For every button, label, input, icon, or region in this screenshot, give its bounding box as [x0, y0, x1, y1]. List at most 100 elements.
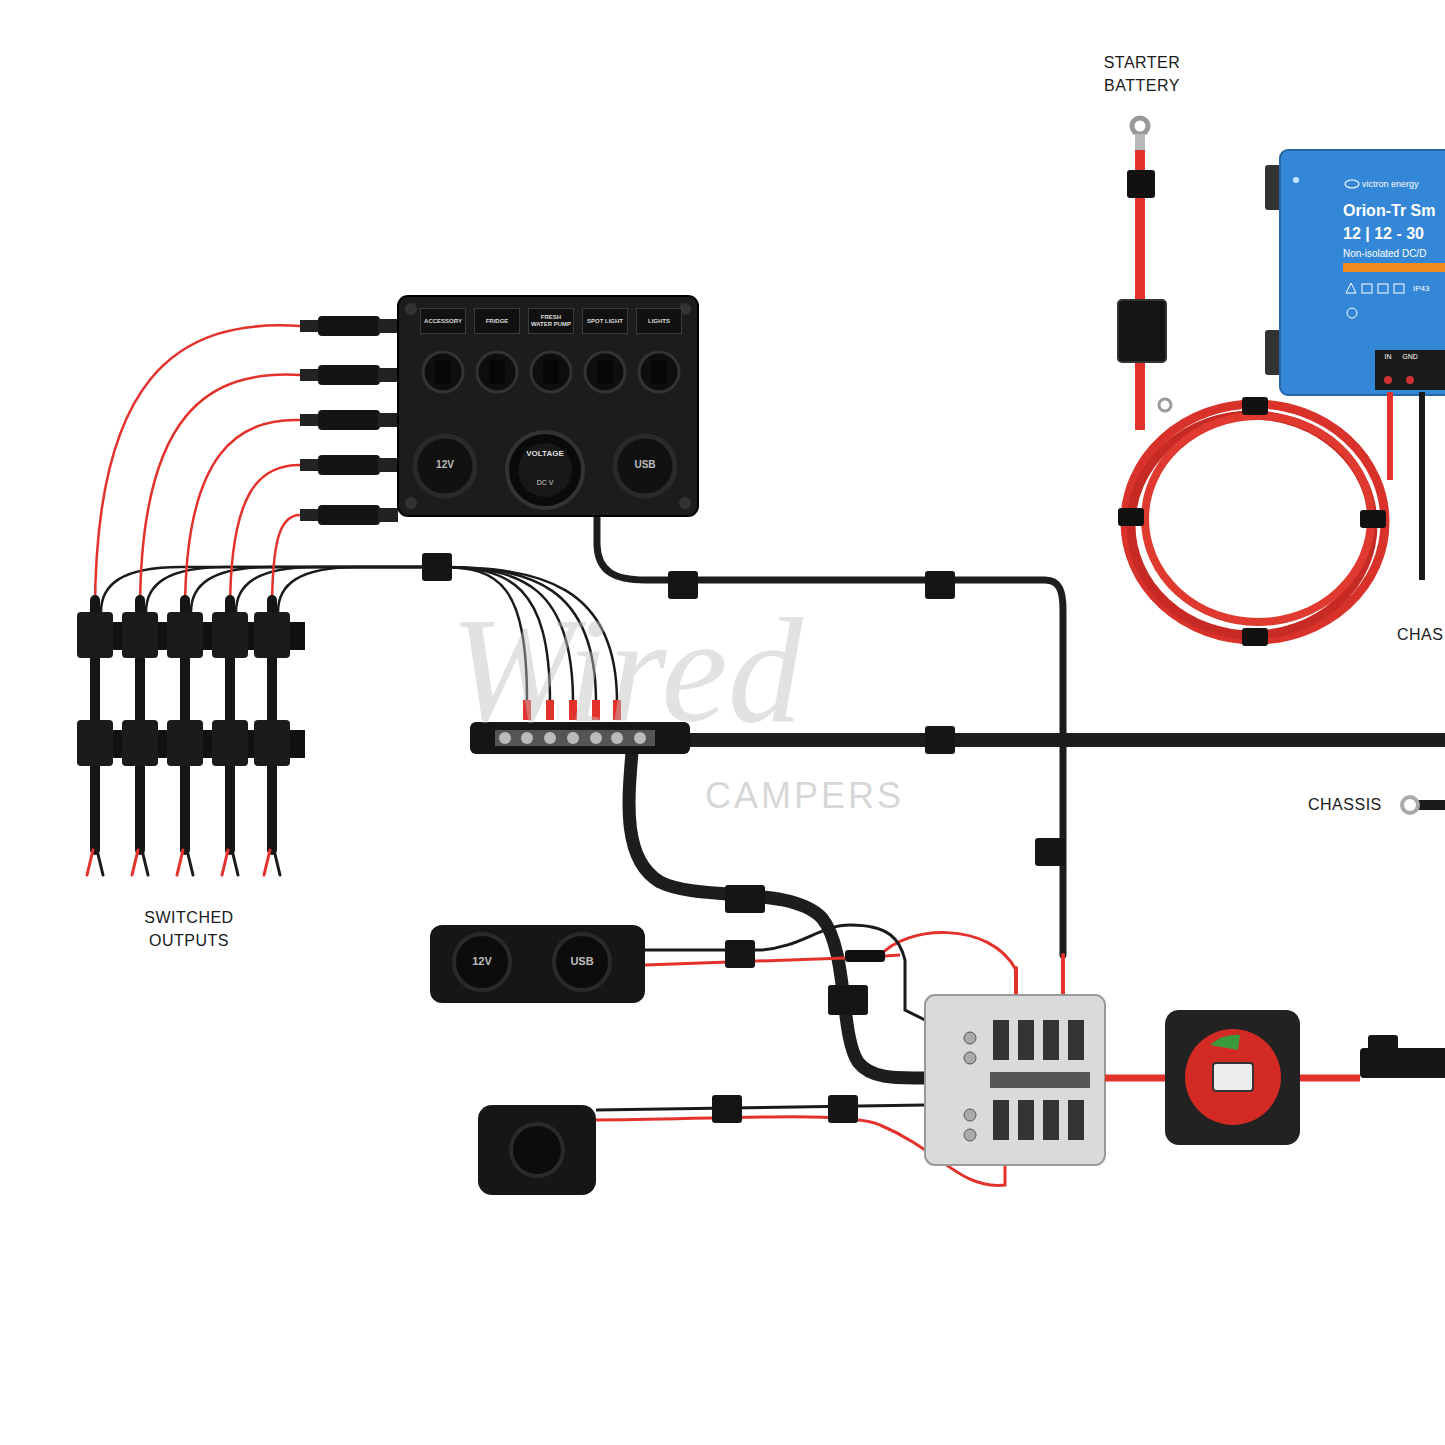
component-label: STARTER BATTERY: [1087, 51, 1197, 97]
starter-battery-cable: [1242, 628, 1268, 646]
output-cable: [222, 850, 228, 875]
cable-tie: [925, 571, 955, 599]
fuse-box: [1018, 1100, 1034, 1140]
single-socket: [478, 1105, 596, 1195]
battery-switch: [1300, 1075, 1360, 1082]
text-slot: CAMPERS: [705, 775, 965, 817]
rocker-switch: [639, 352, 679, 392]
switched-wire: [95, 325, 300, 612]
inline-fuse-holder: [318, 410, 380, 430]
rocker-switch: [651, 360, 667, 384]
starter-battery-cable: [1118, 508, 1144, 526]
rocker-switch: [489, 360, 505, 384]
rocker-switch: [531, 352, 571, 392]
cable-tie: [725, 885, 765, 913]
inline-fuse-holder: [300, 316, 398, 525]
cable-tie: [925, 726, 955, 754]
inline-fuse-holder: [300, 509, 320, 521]
switch-label: LIGHTS: [636, 308, 682, 334]
switch-panel-body: [679, 497, 691, 509]
model-rating: 12 | 12 - 30: [1343, 225, 1443, 243]
cable-tie: [1035, 838, 1065, 866]
watermark: Wired: [450, 585, 970, 755]
switched-wire: [95, 325, 300, 612]
inline-fuse-holder: [318, 455, 380, 475]
text-slot: IP43: [1413, 284, 1443, 293]
battery-switch: [1210, 1035, 1240, 1050]
cable-tie: [828, 1095, 858, 1123]
output-cable: [187, 850, 193, 875]
fuse-box: [990, 1072, 1090, 1088]
positive-wire: [880, 933, 1016, 970]
rocker-switch: [423, 352, 463, 392]
fuse-box: [993, 1020, 1009, 1060]
output-cable: [232, 850, 238, 875]
cable-mount: [77, 612, 113, 658]
switch-label: SPOT LIGHT: [582, 308, 628, 334]
switched-wire: [185, 420, 300, 612]
dc-dc-charger-body: [1406, 376, 1414, 384]
panel-socket: [507, 432, 583, 508]
cable-tie: [725, 940, 755, 968]
component-label: CHAS: [1397, 626, 1445, 644]
output-cable: [177, 850, 183, 875]
socket-wire: [845, 950, 885, 962]
switched-wire: [140, 375, 300, 612]
fuse-box: [1043, 1020, 1059, 1060]
starter-battery-cable: [1387, 392, 1393, 480]
fuse-box: [964, 1129, 976, 1141]
inline-fuse-holder: [378, 508, 398, 522]
dc-dc-charger-body: [1384, 376, 1392, 384]
inline-fuse-holder: [378, 458, 398, 472]
switch-panel-body: [398, 296, 698, 516]
socket-wire: [645, 925, 925, 1020]
text-slot: IN: [1380, 353, 1396, 360]
socket-wire: [596, 1105, 925, 1110]
text-slot: Non-isolated DC/D: [1343, 248, 1443, 259]
output-cable: [264, 850, 270, 875]
cable-mount: [77, 612, 305, 766]
model-name: Orion-Tr Sm: [1343, 202, 1443, 220]
inline-fuse-holder: [378, 368, 398, 382]
cable-mount: [122, 720, 158, 766]
starter-battery-cable: [1125, 404, 1385, 640]
starter-battery-cable: [1159, 399, 1171, 411]
rocker-switch: [477, 352, 517, 392]
battery-switch: [1360, 1048, 1445, 1078]
rocker-switch: [435, 360, 451, 384]
dual-socket: [454, 934, 510, 990]
text-slot: FRESH WATER PUMP: [528, 308, 574, 334]
ground-wire: [278, 567, 440, 612]
fuse-box: [1068, 1020, 1084, 1060]
fuse-box: [1043, 1100, 1059, 1140]
cable-mount: [167, 720, 203, 766]
output-cable: [142, 850, 148, 875]
starter-battery-cable: [1242, 397, 1268, 415]
dc-dc-charger-body: [1345, 180, 1359, 188]
cable-mount: [254, 612, 290, 658]
text-slot: LIGHTS: [636, 308, 682, 334]
battery-switch: [1165, 1010, 1300, 1145]
battery-switch: [1185, 1029, 1281, 1125]
socket-label: USB: [564, 955, 600, 967]
dc-dc-charger-body: [1375, 350, 1445, 390]
watermark: CAMPERS: [705, 775, 965, 817]
output-cable: [87, 850, 93, 875]
cable-tie: [422, 553, 1065, 1123]
text-slot: SWITCHED OUTPUTS: [129, 906, 249, 952]
dc-dc-charger-body: [1347, 308, 1357, 318]
main-cable: [690, 733, 1445, 747]
ip-rating: IP43: [1413, 284, 1443, 293]
text-slot: 12V: [464, 955, 500, 967]
fuse-box: [993, 1100, 1009, 1140]
component-label: SWITCHED OUTPUTS: [129, 906, 249, 952]
starter-battery-cable: [1118, 118, 1422, 646]
inline-fuse-holder: [300, 369, 320, 381]
single-socket: [478, 1105, 596, 1195]
rocker-switch: [423, 352, 679, 392]
chassis-terminal: [1402, 797, 1418, 813]
starter-battery-cable: [1118, 300, 1166, 362]
text-slot: ACCESSORY: [420, 308, 466, 334]
fuse-box: [964, 1052, 976, 1064]
